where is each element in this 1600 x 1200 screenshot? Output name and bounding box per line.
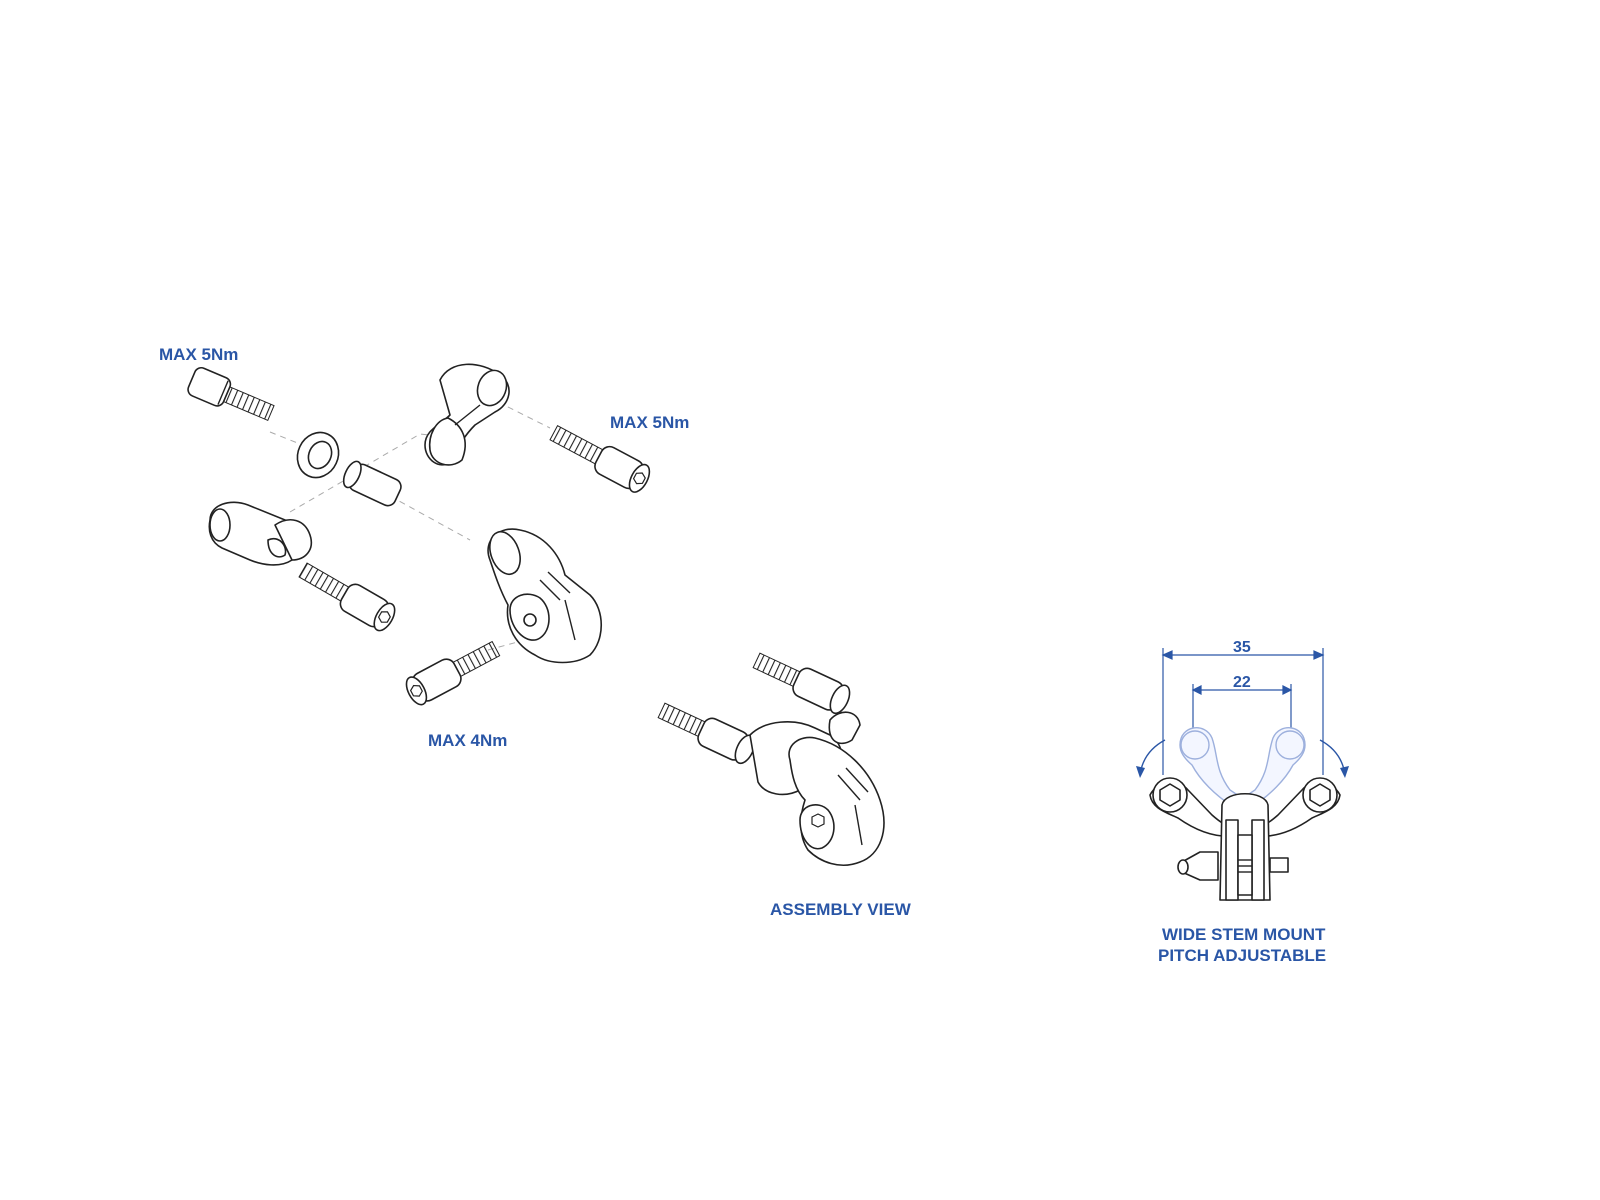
clamp-arm-upper bbox=[424, 363, 510, 466]
bolt-middle bbox=[298, 562, 396, 632]
assembly-view-label: ASSEMBLY VIEW bbox=[770, 900, 911, 919]
torque-label-bottom: MAX 4Nm bbox=[428, 731, 508, 750]
mount-body bbox=[487, 528, 602, 664]
dimension-35 bbox=[1161, 648, 1325, 775]
bolt-right bbox=[549, 425, 651, 493]
assembly-view-drawing bbox=[657, 652, 885, 866]
wide-mount-drawing bbox=[1136, 648, 1349, 901]
dimension-22-label: 22 bbox=[1233, 674, 1251, 691]
washer bbox=[296, 431, 340, 479]
wide-mount-title: WIDE STEM MOUNT bbox=[1162, 925, 1326, 944]
spacer-sleeve bbox=[342, 460, 402, 507]
clamp-arm-lower bbox=[208, 501, 312, 566]
torque-label-right: MAX 5Nm bbox=[610, 413, 690, 432]
wide-mount-subtitle: PITCH ADJUSTABLE bbox=[1158, 946, 1327, 965]
torque-label-top-left: MAX 5Nm bbox=[159, 345, 239, 364]
guide-lines bbox=[269, 401, 551, 651]
dimension-22 bbox=[1191, 684, 1293, 745]
bolt-top-left bbox=[187, 366, 275, 422]
bolt-bottom bbox=[405, 640, 501, 706]
dimension-35-label: 35 bbox=[1233, 639, 1251, 656]
